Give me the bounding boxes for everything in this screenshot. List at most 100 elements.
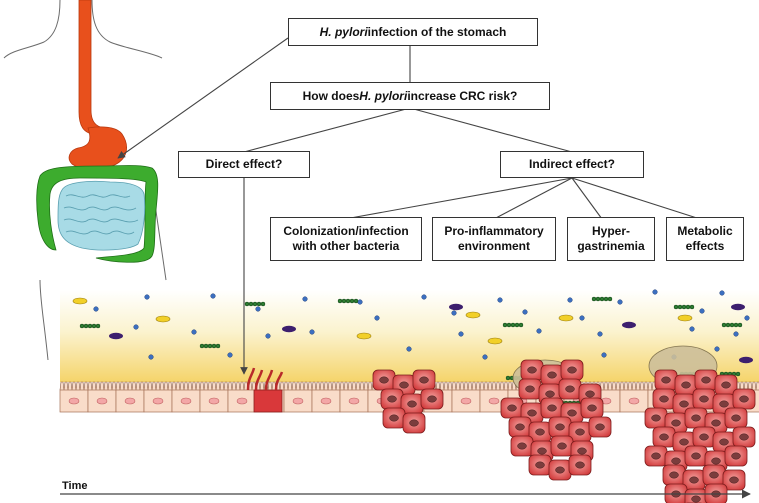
bacterium — [260, 301, 266, 307]
bacteria-chain — [721, 322, 743, 328]
direct-effect-box: Direct effect? — [178, 151, 310, 178]
blue-particle — [265, 333, 271, 339]
bacterium — [506, 322, 512, 328]
bacterium — [256, 301, 262, 307]
tumor-cell-nucleus — [689, 476, 699, 484]
bacterium — [721, 322, 727, 328]
bacterium — [518, 322, 524, 328]
esophagus — [78, 0, 110, 136]
tumor-cell-nucleus — [709, 471, 719, 479]
blue-particle — [719, 290, 725, 296]
yellow-particle — [558, 314, 574, 322]
question-box: How does H. pylori increase CRC risk? — [270, 82, 550, 110]
tumor-cell-nucleus — [399, 381, 409, 389]
bacterium — [215, 343, 221, 349]
blue-particle — [699, 308, 705, 314]
bacteria-chain — [199, 343, 221, 349]
tumor-cell-nucleus — [527, 409, 537, 417]
blue-particle — [733, 331, 739, 337]
infection-box-italic: H. pylori — [319, 24, 368, 39]
bacterium — [725, 322, 731, 328]
tumor-cell-nucleus — [701, 376, 711, 384]
yellow-particle — [677, 314, 693, 322]
tumor-cell-nucleus — [699, 395, 709, 403]
tumor-cell-nucleus — [389, 414, 399, 422]
tumor-cell-nucleus — [567, 366, 577, 374]
blue-particle — [309, 329, 315, 335]
tumor-cell-nucleus — [719, 400, 729, 408]
cell-nucleus — [628, 397, 640, 405]
cell-nucleus — [292, 397, 304, 405]
cell-nucleus — [68, 397, 80, 405]
bacterium — [677, 304, 683, 310]
blue-particle — [421, 294, 427, 300]
question-box-italic: H. pylori — [359, 88, 408, 103]
tumor-cell-nucleus — [691, 495, 701, 503]
tumor-cell-nucleus — [651, 452, 661, 460]
question-box-post: increase CRC risk? — [407, 88, 518, 103]
tumor-cell-nucleus — [565, 385, 575, 393]
stomach — [68, 126, 127, 170]
tumor-cell-nucleus — [669, 471, 679, 479]
bacteria-chain — [79, 323, 101, 329]
tumor-cell-nucleus — [577, 447, 587, 455]
tumor-cell-nucleus — [419, 376, 429, 384]
cell-nucleus — [348, 397, 360, 405]
bacterium — [83, 323, 89, 329]
tumor-cell-nucleus — [719, 438, 729, 446]
cell-nucleus — [320, 397, 332, 405]
bacterium — [341, 298, 347, 304]
purple-particle — [109, 332, 123, 340]
tumor-cell-nucleus — [739, 395, 749, 403]
tumor-cell-nucleus — [711, 457, 721, 465]
bacterium — [591, 296, 597, 302]
cell-nucleus — [152, 397, 164, 405]
blue-particle — [144, 294, 150, 300]
bacterium — [502, 322, 508, 328]
bacteria-chain — [502, 322, 524, 328]
time-axis-label: Time — [62, 480, 88, 492]
tumor-cell-nucleus — [595, 423, 605, 431]
yellow-particle — [72, 297, 88, 305]
blue-particle — [406, 346, 412, 352]
tumor-cell-nucleus — [739, 433, 749, 441]
cell-nucleus — [236, 397, 248, 405]
purple-particle — [622, 321, 636, 329]
lumen-particles — [72, 289, 753, 406]
blue-particle — [617, 299, 623, 305]
tumor-cell-nucleus — [567, 409, 577, 417]
tumor-cell-nucleus — [585, 390, 595, 398]
blue-particle — [133, 324, 139, 330]
bacterium — [211, 343, 217, 349]
tumor — [644, 345, 756, 503]
yellow-particle — [356, 332, 372, 340]
purple-particle — [739, 356, 753, 364]
blue-particle — [601, 352, 607, 358]
blue-particle — [652, 289, 658, 295]
tumor-cell-nucleus — [661, 376, 671, 384]
yellow-particle — [155, 315, 171, 323]
bacteria-chain — [244, 301, 266, 307]
blue-particle — [93, 306, 99, 312]
bacterium — [733, 322, 739, 328]
bacterium — [599, 296, 605, 302]
tumor-cell-nucleus — [515, 423, 525, 431]
bacteria-chain — [591, 296, 613, 302]
purple-particle — [449, 303, 463, 311]
blue-particle — [227, 352, 233, 358]
bacterium — [337, 298, 343, 304]
purple-particle — [731, 303, 745, 311]
tumor-cell-nucleus — [587, 404, 597, 412]
bacterium — [244, 301, 250, 307]
tumor-cell-nucleus — [555, 466, 565, 474]
connector-lines — [117, 37, 701, 375]
blue-particle — [522, 309, 528, 315]
tumor-cell-nucleus — [537, 447, 547, 455]
bacterium — [248, 301, 254, 307]
tumor-cell-nucleus — [671, 419, 681, 427]
blue-particle — [458, 331, 464, 337]
purple-particle — [282, 325, 296, 333]
tumor-cell-nucleus — [731, 414, 741, 422]
bacterium — [252, 301, 258, 307]
